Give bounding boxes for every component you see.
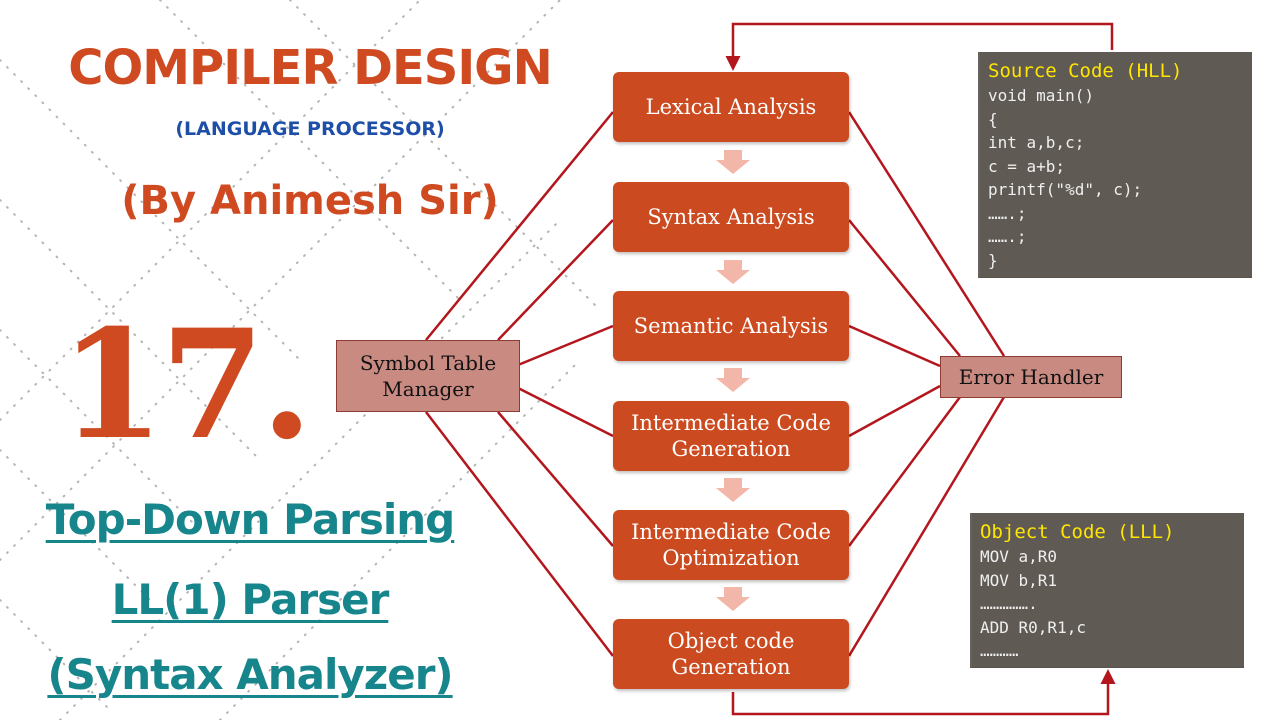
object-code-line: MOV b,R1 [980, 570, 1058, 590]
source-code-line: { [988, 109, 998, 129]
phase-syntax-analysis: Syntax Analysis [613, 182, 849, 252]
topic-line-3: (Syntax Analyzer) [47, 650, 453, 699]
object-code-title: Object Code (LLL) [980, 521, 1175, 543]
author-name: (By Animesh Sir) [121, 178, 499, 224]
phase-intermediate-code-optimization: Intermediate Code Optimization [613, 510, 849, 580]
source-code-line: …….; [988, 227, 1027, 246]
course-title: COMPILER DESIGN [68, 40, 553, 96]
object-code-line: MOV a,R0 [980, 547, 1058, 566]
source-code-line: c = a+b; [988, 156, 1066, 176]
lecture-number: 17. [60, 297, 313, 473]
source-code-panel: Source Code (HLL) void main() { int a,b,… [978, 52, 1252, 278]
topic-line-1: Top-Down Parsing [45, 495, 456, 544]
source-code-line: printf("%d", c); [988, 180, 1143, 199]
source-code-title: Source Code (HLL) [988, 60, 1183, 82]
error-handler: Error Handler [940, 356, 1122, 398]
phase-lexical-analysis: Lexical Analysis [613, 72, 849, 142]
object-code-line: ……………. [980, 594, 1038, 613]
source-code-line: } [988, 250, 998, 270]
object-code-panel: Object Code (LLL) MOV a,R0 MOV b,R1 …………… [970, 513, 1244, 668]
source-code-line: int a,b,c; [988, 133, 1085, 152]
topic-line-2: LL(1) Parser [111, 575, 390, 624]
source-code-line: …….; [988, 203, 1027, 223]
phase-semantic-analysis: Semantic Analysis [613, 291, 849, 361]
source-code-line: void main() [988, 86, 1094, 105]
symbol-table-manager: Symbol Table Manager [336, 340, 520, 412]
object-code-line: ADD R0,R1,c [980, 617, 1086, 637]
object-code-line: ………… [980, 641, 1019, 660]
phase-intermediate-code-generation: Intermediate Code Generation [613, 401, 849, 471]
course-subtitle: (LANGUAGE PROCESSOR) [175, 118, 445, 140]
phase-object-code-generation: Object code Generation [613, 619, 849, 689]
